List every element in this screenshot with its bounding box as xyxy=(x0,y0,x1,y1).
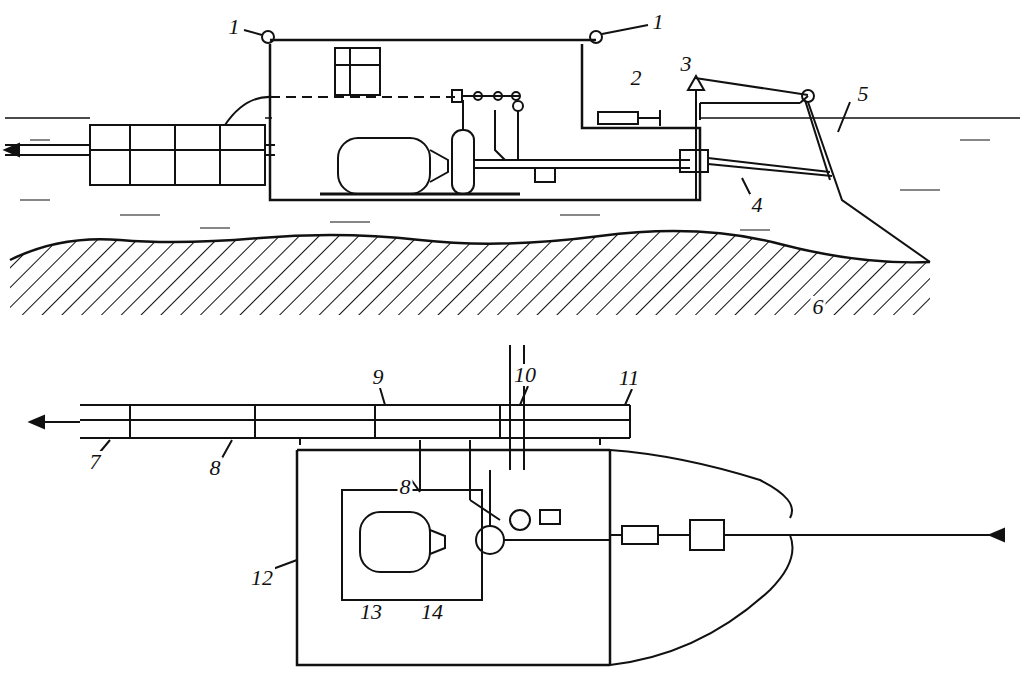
callout-number: 1 xyxy=(651,11,666,33)
callout-number: 11 xyxy=(617,367,641,389)
callout-number: 4 xyxy=(750,194,765,216)
callout-number: 9 xyxy=(371,366,386,388)
callout-number: 8 xyxy=(208,457,223,479)
callout-number: 3 xyxy=(679,53,694,75)
callout-number: 10 xyxy=(512,364,538,386)
callout-number: 12 xyxy=(249,567,275,589)
callout-number: 1 xyxy=(227,16,242,38)
callout-number: 13 xyxy=(358,601,384,623)
callout-number: 7 xyxy=(88,451,103,473)
callout-number: 6 xyxy=(811,296,826,318)
callout-number: 14 xyxy=(419,601,445,623)
callout-number: 8 xyxy=(398,476,413,498)
callout-number: 2 xyxy=(629,67,644,89)
side-view xyxy=(5,25,1020,315)
plan-view xyxy=(30,345,1004,665)
callout-number: 5 xyxy=(856,83,871,105)
